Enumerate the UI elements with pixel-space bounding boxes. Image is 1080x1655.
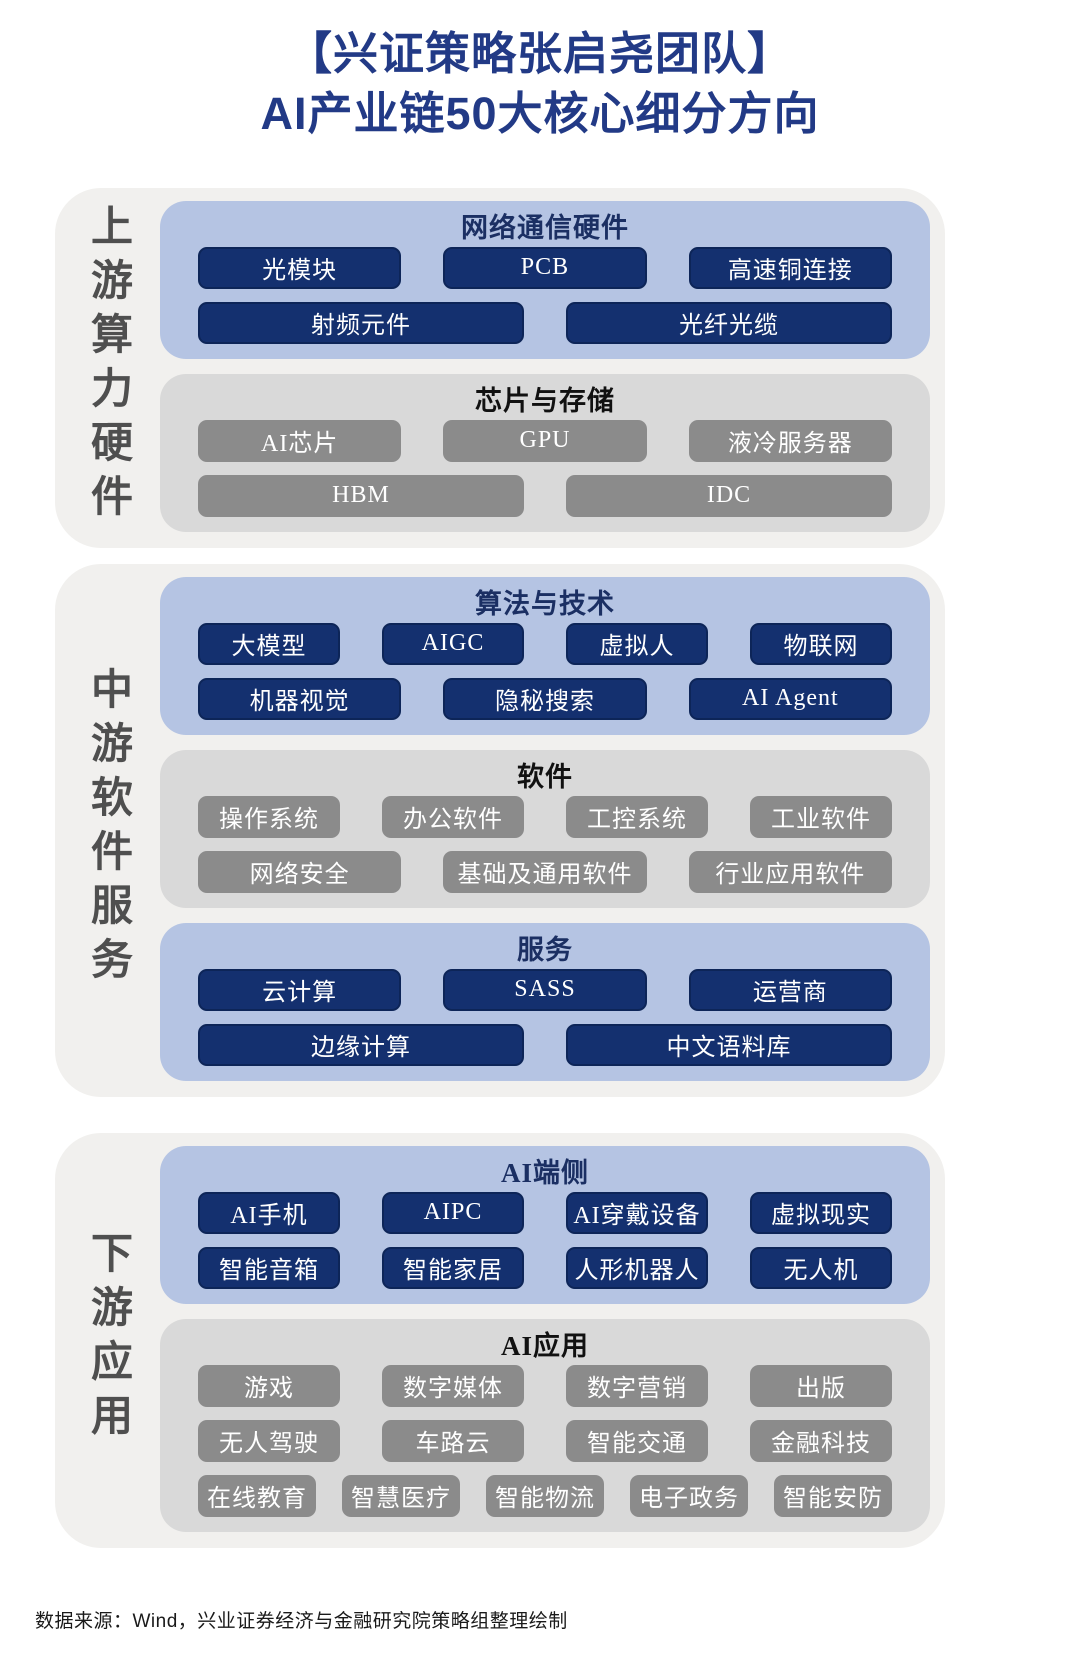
button-row: AI芯片 GPU 液冷服务器 <box>198 419 892 462</box>
chain-item: 操作系统 <box>198 795 340 838</box>
section-vertical-label: 上游算力硬件 <box>84 204 131 529</box>
section-vertical-label: 中游软件服务 <box>84 666 131 991</box>
chain-item: 游戏 <box>198 1364 340 1407</box>
chain-item: AI手机 <box>198 1191 340 1234</box>
chain-item: 基础及通用软件 <box>443 850 647 893</box>
button-row: 光模块 PCB 高速铜连接 <box>198 246 892 289</box>
chain-item: 光模块 <box>198 246 402 289</box>
chain-item: PCB <box>443 246 647 289</box>
category-block: 软件操作系统办公软件工控系统工业软件网络安全基础及通用软件行业应用软件 <box>160 749 930 908</box>
chain-item: 液冷服务器 <box>688 419 892 462</box>
chain-item: AIGC <box>382 622 524 665</box>
chain-item: HBM <box>198 474 524 517</box>
chain-item: IDC <box>566 474 892 517</box>
chain-item: 出版 <box>750 1364 892 1407</box>
chain-item: 智慧医疗 <box>342 1474 460 1517</box>
category-block-title: 算法与技术 <box>475 588 615 619</box>
chain-item: 智能音箱 <box>198 1246 340 1289</box>
category-block: 网络通信硬件光模块 PCB 高速铜连接射频元件光纤光缆 <box>160 200 930 359</box>
chain-item: 数字媒体 <box>382 1364 524 1407</box>
chain-item: 光纤光缆 <box>566 301 892 344</box>
chain-item: 人形机器人 <box>566 1246 708 1289</box>
section-vertical-label: 下游应用 <box>84 1230 131 1447</box>
button-row: 操作系统办公软件工控系统工业软件 <box>198 795 892 838</box>
chain-item: 大模型 <box>198 622 340 665</box>
chain-item: 智能安防 <box>774 1474 892 1517</box>
category-block: AI应用游戏数字媒体数字营销出版无人驾驶车路云智能交通金融科技在线教育智慧医疗智… <box>160 1318 930 1532</box>
chain-item: AIPC <box>382 1191 524 1234</box>
chain-section-1: 中游软件服务 算法与技术大模型 AIGC 虚拟人物联网机器视觉隐秘搜索 AI Agent… <box>55 563 945 1097</box>
chain-item: 云计算 <box>198 968 402 1011</box>
button-row: 机器视觉隐秘搜索 AI Agent <box>198 677 892 720</box>
chain-item: 办公软件 <box>382 795 524 838</box>
chain-item: 智能交通 <box>566 1419 708 1462</box>
button-row: 云计算 SASS 运营商 <box>198 968 892 1011</box>
chain-item: AI穿戴设备 <box>566 1191 708 1234</box>
page-title: 【兴证策略张启尧团队】 AI产业链50大核心细分方向 <box>0 0 1080 144</box>
button-row: 无人驾驶车路云智能交通金融科技 <box>198 1419 892 1462</box>
category-block: 芯片与存储 AI芯片 GPU 液冷服务器 HBM IDC <box>160 373 930 532</box>
section-blocks: 网络通信硬件光模块 PCB 高速铜连接射频元件光纤光缆芯片与存储 AI芯片 GPU 液冷服… <box>160 200 930 532</box>
chain-item: 金融科技 <box>750 1419 892 1462</box>
chain-item: GPU <box>443 419 647 462</box>
chain-item: 电子政务 <box>630 1474 748 1517</box>
chain-item: 虚拟人 <box>566 622 708 665</box>
chain-item: 物联网 <box>750 622 892 665</box>
chain-item: AI Agent <box>688 677 892 720</box>
chain-item: 运营商 <box>688 968 892 1011</box>
chain-item: SASS <box>443 968 647 1011</box>
button-row: 大模型 AIGC 虚拟人物联网 <box>198 622 892 665</box>
button-row: 智能音箱智能家居人形机器人无人机 <box>198 1246 892 1289</box>
chain-item: 网络安全 <box>198 850 402 893</box>
chain-item: 边缘计算 <box>198 1023 524 1066</box>
button-row: 在线教育智慧医疗智能物流电子政务智能安防 <box>198 1474 892 1517</box>
category-block-title: 芯片与存储 <box>475 385 615 416</box>
chain-item: 射频元件 <box>198 301 524 344</box>
chain-item: 在线教育 <box>198 1474 316 1517</box>
section-label-column: 上游算力硬件 <box>55 201 160 532</box>
chain-item: 智能物流 <box>486 1474 604 1517</box>
chain-item: 无人驾驶 <box>198 1419 340 1462</box>
data-source-note: 数据来源：Wind，兴业证券经济与金融研究院策略组整理绘制 <box>35 1611 568 1632</box>
category-block-title: 网络通信硬件 <box>461 212 629 243</box>
category-block-title: 软件 <box>517 761 573 792</box>
chain-item: 虚拟现实 <box>750 1191 892 1234</box>
section-label-column: 下游应用 <box>55 1146 160 1532</box>
chain-item: 工控系统 <box>566 795 708 838</box>
category-block: 算法与技术大模型 AIGC 虚拟人物联网机器视觉隐秘搜索 AI Agent <box>160 576 930 735</box>
button-row: 边缘计算中文语料库 <box>198 1023 892 1066</box>
section-label-column: 中游软件服务 <box>55 577 160 1081</box>
chain-item: 中文语料库 <box>566 1023 892 1066</box>
chain-item: 高速铜连接 <box>688 246 892 289</box>
chain-item: 无人机 <box>750 1246 892 1289</box>
button-row: HBM IDC <box>198 474 892 517</box>
category-block-title: AI端侧 <box>500 1157 589 1188</box>
chain-item: 机器视觉 <box>198 677 402 720</box>
chain-item: 车路云 <box>382 1419 524 1462</box>
category-block: AI端侧 AI手机 AIPC AI穿戴设备虚拟现实智能音箱智能家居人形机器人无人机 <box>160 1145 930 1304</box>
category-block-title: 服务 <box>517 934 573 965</box>
title-line2: AI产业链50大核心细分方向 <box>260 87 820 139</box>
chain-item: AI芯片 <box>198 419 402 462</box>
category-block-title: AI应用 <box>500 1330 589 1361</box>
button-row: 网络安全基础及通用软件行业应用软件 <box>198 850 892 893</box>
chain-item: 数字营销 <box>566 1364 708 1407</box>
chain-item: 工业软件 <box>750 795 892 838</box>
category-block: 服务云计算 SASS 运营商边缘计算中文语料库 <box>160 922 930 1081</box>
title-line1: 【兴证策略张启尧团队】 <box>286 28 793 79</box>
chain-item: 智能家居 <box>382 1246 524 1289</box>
chain-item: 行业应用软件 <box>688 850 892 893</box>
chain-item: 隐秘搜索 <box>443 677 647 720</box>
button-row: 射频元件光纤光缆 <box>198 301 892 344</box>
button-row: 游戏数字媒体数字营销出版 <box>198 1364 892 1407</box>
button-row: AI手机 AIPC AI穿戴设备虚拟现实 <box>198 1191 892 1234</box>
